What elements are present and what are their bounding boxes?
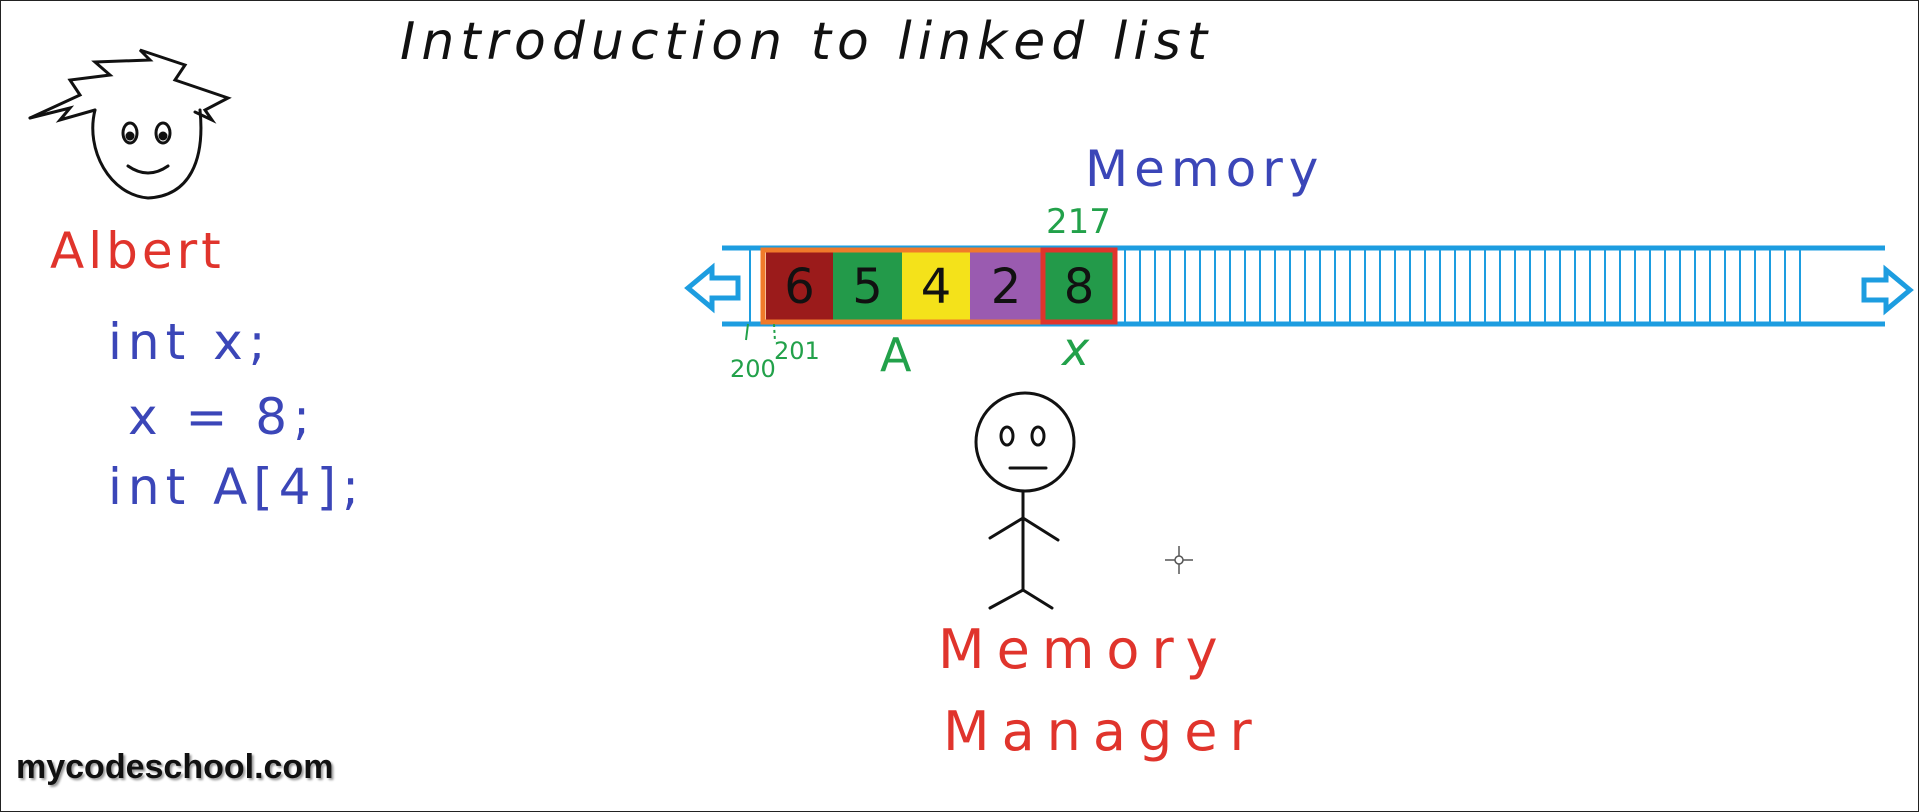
watermark: mycodeschool.com (16, 748, 334, 786)
code-line-2: x = 8; (128, 388, 316, 446)
page-title: Introduction to linked list (400, 12, 1214, 72)
var-x-label: x (1062, 322, 1090, 376)
memory-cell-value: 4 (921, 259, 952, 315)
memory-manager-figure (974, 391, 1076, 610)
memory-cell-value: 5 (852, 259, 883, 315)
array-a-label: A (880, 328, 912, 382)
albert-name: Albert (50, 222, 225, 280)
address-x-label: 217 (1046, 202, 1111, 242)
memory-cell (902, 252, 970, 320)
memory-cell (1045, 252, 1113, 320)
albert-face (28, 48, 232, 200)
memory-cell-value: 6 (784, 259, 815, 315)
memory-cell (970, 252, 1042, 320)
left-arrow-icon (684, 262, 741, 314)
var-x-outline (1040, 247, 1118, 325)
memory-manager-label-line1: Memory (938, 618, 1230, 681)
memory-ticks (749, 250, 1801, 322)
address-200-label: 200 (730, 355, 776, 383)
memory-label: Memory (1085, 140, 1325, 198)
code-line-3: int A[4]; (108, 458, 365, 516)
memory-cell-value: 8 (1064, 259, 1095, 315)
memory-cell (766, 252, 833, 320)
right-arrow-icon (1861, 264, 1914, 316)
memory-manager-label-line2: Manager (943, 700, 1264, 763)
memory-cell-value: 2 (991, 259, 1022, 315)
address-201-label: 201 (774, 337, 820, 365)
code-line-1: int x; (108, 313, 272, 371)
cursor-crosshair-icon (1165, 546, 1193, 574)
address-200-tick (745, 323, 749, 341)
memory-cell (833, 252, 902, 320)
